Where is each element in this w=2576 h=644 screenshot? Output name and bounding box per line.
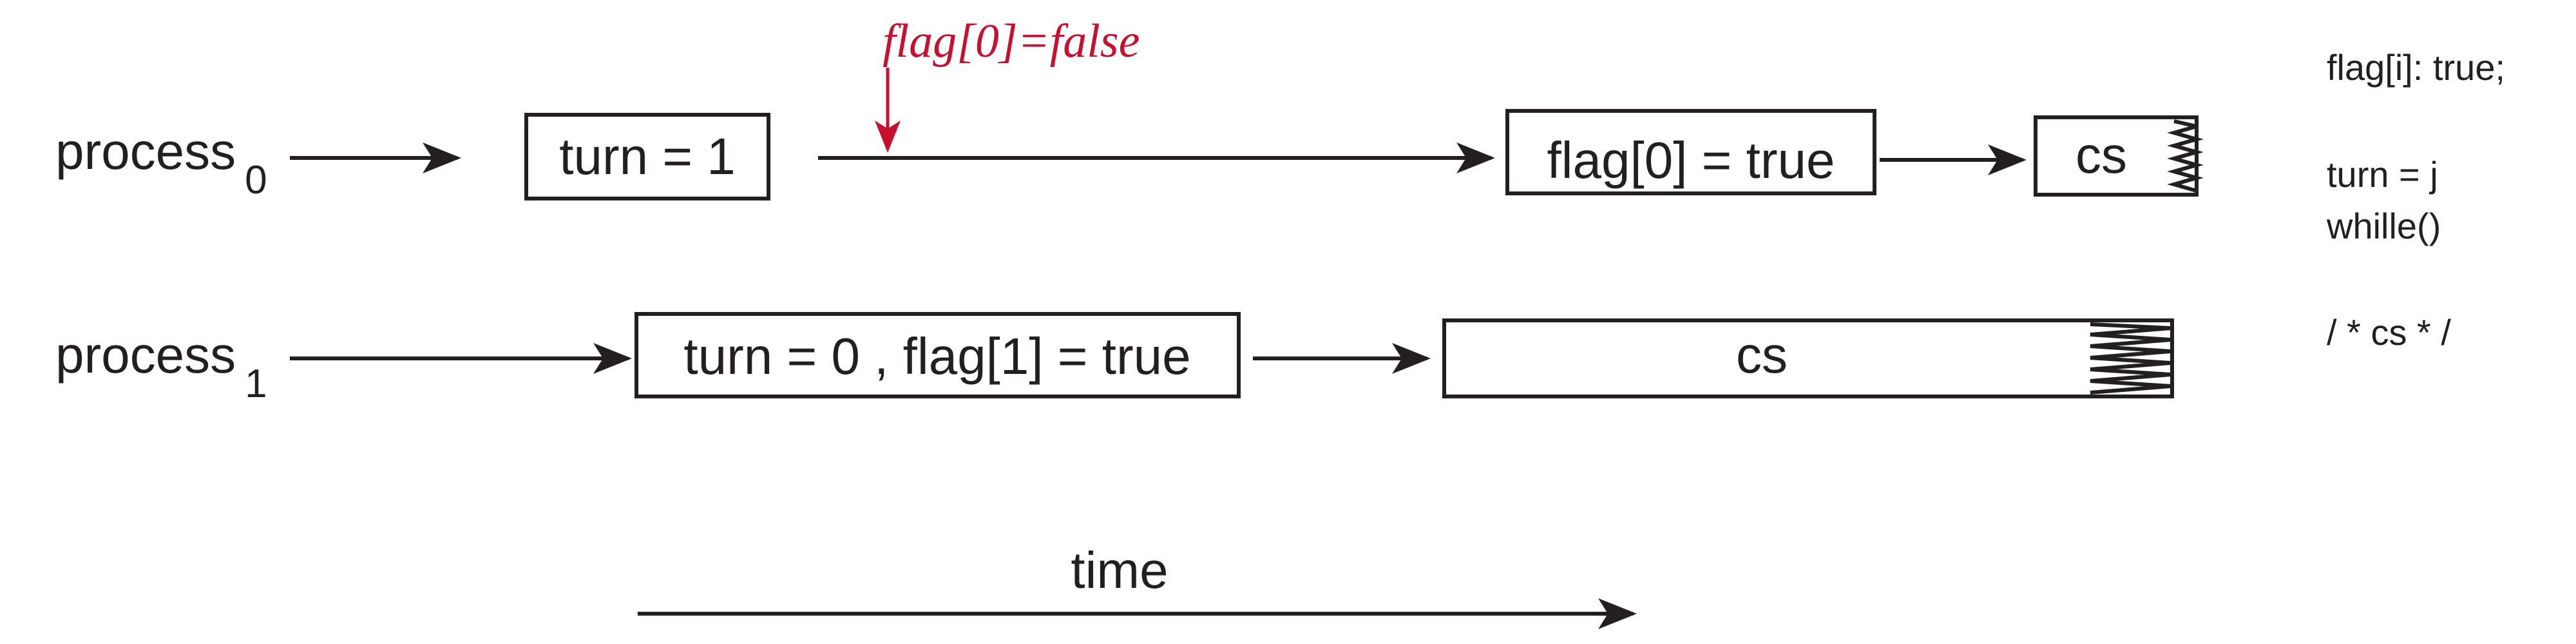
code-snippet: flag[i]: true; turn = j whille() / * cs … [2326, 47, 2505, 353]
code-line-3: whille() [2326, 206, 2441, 246]
time-label: time [1071, 542, 1168, 599]
p1-cs-box: cs [1442, 318, 2174, 398]
process-1-name: process [55, 326, 236, 384]
annotation-text: flag[0]=false [883, 15, 1140, 68]
process-1-subscript: 1 [245, 362, 267, 406]
p1-cs-zigzag [2090, 322, 2171, 395]
code-line-1: flag[i]: true; [2327, 47, 2505, 88]
code-line-4: / * cs * / [2327, 312, 2451, 353]
p0-cs-box: cs [2034, 115, 2204, 197]
p0-turn-box: turn = 1 [524, 113, 770, 200]
p0-flag-box: flag[0] = true [1505, 109, 1876, 195]
process-1-label: process1 [55, 326, 267, 406]
process-0-label: process0 [55, 122, 267, 202]
svg-text:cs: cs [1736, 326, 1788, 384]
process-0-subscript: 0 [245, 158, 267, 202]
process-0-name: process [55, 122, 236, 180]
svg-text:cs: cs [2075, 126, 2127, 184]
flag-reset-annotation: flag[0]=false [875, 15, 1140, 153]
svg-text:turn = 0 , flag[1] = true: turn = 0 , flag[1] = true [683, 327, 1190, 385]
p0-cs-zigzag [2167, 119, 2204, 193]
svg-text:turn = 1: turn = 1 [559, 128, 736, 185]
svg-text:flag[0] = true: flag[0] = true [1547, 132, 1835, 189]
code-line-2: turn = j [2327, 154, 2438, 195]
p1-turn-flag-box: turn = 0 , flag[1] = true [634, 312, 1241, 398]
